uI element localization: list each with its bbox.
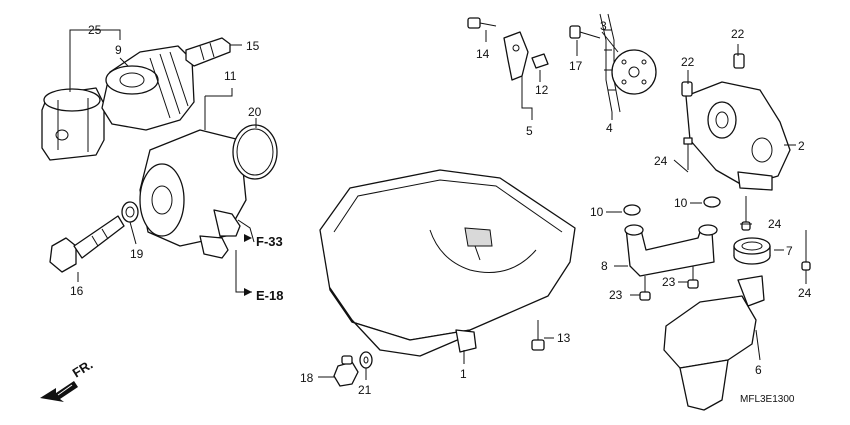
part-label: 17	[569, 59, 583, 73]
pan-bolt-part	[531, 320, 545, 351]
drawing-code: MFL3E1300	[740, 394, 795, 405]
part-label: 18	[300, 371, 314, 385]
oil-strainer-part	[663, 275, 765, 411]
part-label: 12	[535, 83, 549, 97]
tensioner-arm-part	[503, 31, 529, 81]
dowel-pin-part	[733, 53, 745, 69]
oil-cooler-part	[139, 129, 247, 259]
part-label: 10	[674, 196, 688, 210]
part-label: 14	[476, 47, 490, 61]
drain-washer-part	[359, 351, 373, 369]
bolt-part	[49, 215, 125, 273]
part-label: 19	[130, 247, 144, 261]
part-label: 23	[609, 288, 623, 302]
part-label: 9	[115, 43, 122, 57]
pipe-bolt-part	[687, 266, 699, 289]
oil-filter-body-part	[101, 45, 195, 131]
part-label: 25	[88, 23, 102, 37]
ref-arrow	[244, 288, 252, 296]
part-label: 22	[681, 55, 695, 69]
part-label: 13	[557, 331, 571, 345]
oil-pan-part	[319, 169, 576, 357]
drive-chain-part	[599, 13, 621, 113]
bolt-sprocket-part	[569, 25, 601, 39]
part-label: 22	[731, 27, 745, 41]
ref-label-e18: E-18	[256, 288, 283, 303]
pump-bolt-part	[683, 137, 693, 170]
o-ring-part	[232, 124, 278, 180]
part-label: 1	[460, 367, 467, 381]
drain-bolt-part	[333, 355, 359, 387]
part-label: 4	[606, 121, 613, 135]
pump-bolt-part	[801, 230, 811, 271]
oil-pump-part	[685, 81, 791, 191]
part-label: 21	[358, 383, 372, 397]
part-label: 24	[654, 154, 668, 168]
sprocket-part	[611, 49, 657, 95]
part-label: 24	[768, 217, 782, 231]
part-label: 6	[755, 363, 762, 377]
part-label: 3	[600, 19, 607, 33]
leader-lines	[69, 29, 807, 380]
part-label: 24	[798, 286, 812, 300]
washer-part	[121, 201, 139, 223]
part-label: 15	[246, 39, 260, 53]
part-label: 20	[248, 105, 262, 119]
part-label: 7	[786, 244, 793, 258]
ref-label-f33: F-33	[256, 234, 283, 249]
front-direction-arrow	[40, 381, 78, 402]
stud-part	[185, 37, 231, 67]
part-label: 2	[798, 139, 805, 153]
part-label: 10	[590, 205, 604, 219]
part-label: 23	[662, 275, 676, 289]
collar-part	[531, 53, 549, 69]
part-label: 5	[526, 124, 533, 138]
part-label: 8	[601, 259, 608, 273]
front-direction-label: FR.	[70, 357, 96, 381]
oil-pipe-part	[624, 224, 718, 277]
pipe-o-ring-part	[703, 196, 721, 208]
ref-arrow	[244, 234, 252, 242]
strainer-seal-part	[733, 237, 771, 265]
part-label: 11	[224, 69, 237, 83]
oil-filter-cap-part	[41, 87, 105, 161]
pipe-o-ring-part	[623, 204, 641, 216]
dowel-pin-part	[681, 81, 693, 97]
pipe-bolt-part	[639, 276, 651, 301]
bolt-small-part	[467, 17, 497, 29]
pump-bolt-part	[741, 196, 751, 231]
part-label: 16	[70, 284, 84, 298]
